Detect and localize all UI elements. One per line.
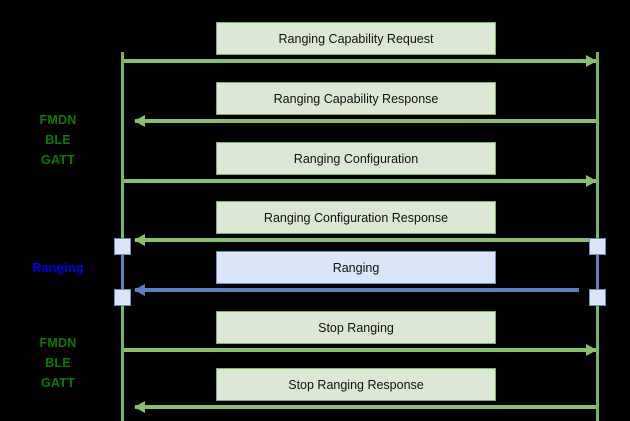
activation-marker-right-start [589, 238, 606, 255]
message-arrow-stop-ranging [124, 344, 597, 356]
phase-label-gatt-top: FMDN BLE GATT [39, 113, 77, 167]
arrow-head-left-icon [134, 115, 145, 127]
activation-marker-left-end [114, 289, 131, 306]
arrow-shaft [135, 288, 579, 292]
arrow-shaft [135, 119, 596, 123]
message-arrow-ranging-configuration [124, 175, 597, 187]
message-arrow-ranging [134, 284, 579, 296]
message-box-ranging-configuration-response: Ranging Configuration Response [216, 201, 496, 234]
activation-bar-left [121, 246, 124, 298]
activation-marker-right-end [589, 289, 606, 306]
lifeline-right [596, 52, 599, 421]
message-arrow-ranging-capability-response [134, 115, 596, 127]
phase-label-ranging: Ranging [32, 261, 84, 275]
message-box-ranging-capability-response: Ranging Capability Response [216, 82, 496, 115]
arrow-shaft [124, 59, 596, 63]
arrow-shaft [135, 238, 596, 242]
arrow-head-left-icon [134, 234, 145, 246]
arrow-shaft [124, 348, 596, 352]
arrow-head-left-icon [134, 284, 145, 296]
message-box-ranging: Ranging [216, 251, 496, 284]
message-arrow-stop-ranging-response [134, 401, 596, 413]
message-arrow-ranging-configuration-response [134, 234, 596, 246]
message-box-stop-ranging-response: Stop Ranging Response [216, 368, 496, 401]
activation-marker-left-start [114, 238, 131, 255]
arrow-shaft [135, 405, 596, 409]
phase-label-gatt-bottom: FMDN BLE GATT [39, 336, 77, 390]
message-box-stop-ranging: Stop Ranging [216, 311, 496, 344]
message-box-ranging-capability-request: Ranging Capability Request [216, 22, 496, 55]
lifeline-left [121, 52, 124, 421]
message-arrow-ranging-capability-request [124, 55, 597, 67]
arrow-head-left-icon [134, 401, 145, 413]
activation-bar-right [596, 246, 599, 298]
arrow-head-right-icon [586, 344, 597, 356]
arrow-shaft [124, 179, 596, 183]
arrow-head-right-icon [586, 175, 597, 187]
message-box-ranging-configuration: Ranging Configuration [216, 142, 496, 175]
arrow-head-right-icon [586, 55, 597, 67]
